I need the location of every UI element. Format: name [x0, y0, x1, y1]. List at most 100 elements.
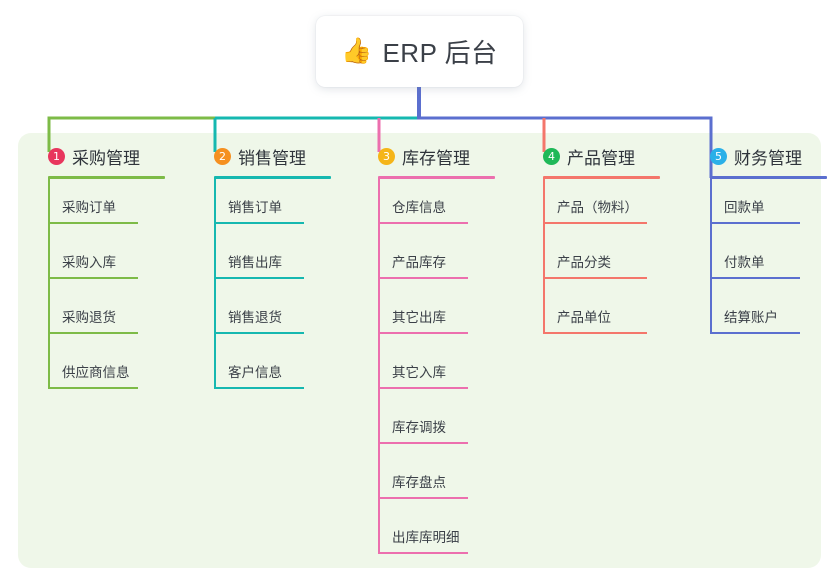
leaf-node[interactable]: 销售退货	[196, 289, 331, 344]
column-items-5: 回款单付款单结算账户	[692, 179, 827, 344]
leaf-underline	[214, 222, 304, 224]
leaf-node[interactable]: 库存调拨	[360, 399, 495, 454]
column-2: 2 销售管理销售订单销售出库销售退货客户信息	[196, 143, 331, 399]
leaf-underline	[48, 332, 138, 334]
leaf-node[interactable]: 供应商信息	[30, 344, 165, 399]
leaf-label: 结算账户	[724, 310, 778, 325]
leaf-label: 采购退货	[62, 310, 116, 325]
leaf-underline	[214, 387, 304, 389]
column-3: 3 库存管理仓库信息产品库存其它出库其它入库库存调拨库存盘点出库库明细	[360, 143, 495, 564]
column-header-1[interactable]: 1 采购管理	[30, 143, 165, 169]
leaf-node[interactable]: 其它出库	[360, 289, 495, 344]
leaf-underline	[378, 552, 468, 554]
leaf-underline	[378, 332, 468, 334]
leaf-node[interactable]: 销售订单	[196, 179, 331, 234]
leaf-node[interactable]: 仓库信息	[360, 179, 495, 234]
leaf-node[interactable]: 付款单	[692, 234, 827, 289]
root-node-card[interactable]: 👍 ERP 后台	[316, 16, 523, 87]
leaf-label: 产品分类	[557, 255, 611, 270]
leaf-node[interactable]: 结算账户	[692, 289, 827, 344]
leaf-node[interactable]: 客户信息	[196, 344, 331, 399]
leaf-node[interactable]: 采购入库	[30, 234, 165, 289]
leaf-underline	[48, 387, 138, 389]
leaf-node[interactable]: 出库库明细	[360, 509, 495, 564]
leaf-label: 产品单位	[557, 310, 611, 325]
leaf-label: 采购订单	[62, 200, 116, 215]
leaf-label: 回款单	[724, 200, 765, 215]
column-underline-1	[48, 176, 165, 179]
column-badge-3: 3	[378, 147, 395, 165]
leaf-label: 付款单	[724, 255, 765, 270]
column-spine-2	[214, 179, 216, 389]
leaf-node[interactable]: 采购订单	[30, 179, 165, 234]
leaf-label: 产品库存	[392, 255, 446, 270]
leaf-underline	[543, 222, 647, 224]
column-badge-2: 2	[214, 147, 231, 165]
column-header-2[interactable]: 2 销售管理	[196, 143, 331, 169]
column-items-4: 产品（物料） 产品分类产品单位	[525, 179, 660, 344]
column-spine-1	[48, 179, 50, 389]
column-items-3: 仓库信息产品库存其它出库其它入库库存调拨库存盘点出库库明细	[360, 179, 495, 564]
column-title-4: 产品管理	[567, 148, 635, 168]
leaf-underline	[378, 222, 468, 224]
leaf-label: 销售订单	[228, 200, 282, 215]
column-5: 5 财务管理回款单付款单结算账户	[692, 143, 827, 344]
column-badge-4: 4	[543, 147, 560, 165]
leaf-node[interactable]: 回款单	[692, 179, 827, 234]
leaf-underline	[378, 497, 468, 499]
leaf-label: 客户信息	[228, 365, 282, 380]
column-1: 1 采购管理采购订单采购入库采购退货供应商信息	[30, 143, 165, 399]
leaf-node[interactable]: 产品库存	[360, 234, 495, 289]
leaf-underline	[214, 277, 304, 279]
root-node-title: ERP 后台	[382, 38, 498, 68]
leaf-node[interactable]: 产品分类	[525, 234, 660, 289]
leaf-node[interactable]: 销售出库	[196, 234, 331, 289]
leaf-node[interactable]: 产品单位	[525, 289, 660, 344]
leaf-underline	[48, 222, 138, 224]
column-title-2: 销售管理	[238, 148, 306, 168]
leaf-node[interactable]: 其它入库	[360, 344, 495, 399]
leaf-label: 产品（物料）	[557, 200, 638, 215]
column-underline-3	[378, 176, 495, 179]
leaf-node[interactable]: 产品（物料）	[525, 179, 660, 234]
column-underline-5	[710, 176, 827, 179]
column-badge-5: 5	[710, 147, 727, 165]
leaf-underline	[710, 332, 800, 334]
leaf-label: 供应商信息	[62, 365, 130, 380]
leaf-label: 销售出库	[228, 255, 282, 270]
column-underline-2	[214, 176, 331, 179]
leaf-node[interactable]: 采购退货	[30, 289, 165, 344]
column-spine-3	[378, 179, 380, 554]
diagram-panel	[18, 133, 821, 568]
leaf-underline	[378, 442, 468, 444]
leaf-label: 仓库信息	[392, 200, 446, 215]
leaf-label: 库存盘点	[392, 475, 446, 490]
leaf-underline	[710, 222, 800, 224]
column-4: 4 产品管理产品（物料） 产品分类产品单位	[525, 143, 660, 344]
column-spine-4	[543, 179, 545, 334]
leaf-label: 库存调拨	[392, 420, 446, 435]
column-header-5[interactable]: 5 财务管理	[692, 143, 827, 169]
column-spine-5	[710, 179, 712, 334]
column-badge-1: 1	[48, 147, 65, 165]
column-title-3: 库存管理	[402, 148, 470, 168]
leaf-underline	[378, 387, 468, 389]
leaf-underline	[378, 277, 468, 279]
column-header-3[interactable]: 3 库存管理	[360, 143, 495, 169]
leaf-underline	[543, 332, 647, 334]
column-title-5: 财务管理	[734, 148, 802, 168]
column-items-2: 销售订单销售出库销售退货客户信息	[196, 179, 331, 399]
leaf-label: 其它入库	[392, 365, 446, 380]
leaf-underline	[214, 332, 304, 334]
column-underline-4	[543, 176, 660, 179]
leaf-label: 销售退货	[228, 310, 282, 325]
leaf-label: 采购入库	[62, 255, 116, 270]
column-header-4[interactable]: 4 产品管理	[525, 143, 660, 169]
leaf-label: 出库库明细	[392, 530, 460, 545]
leaf-underline	[710, 277, 800, 279]
leaf-underline	[543, 277, 647, 279]
leaf-node[interactable]: 库存盘点	[360, 454, 495, 509]
leaf-label: 其它出库	[392, 310, 446, 325]
column-title-1: 采购管理	[72, 148, 140, 168]
